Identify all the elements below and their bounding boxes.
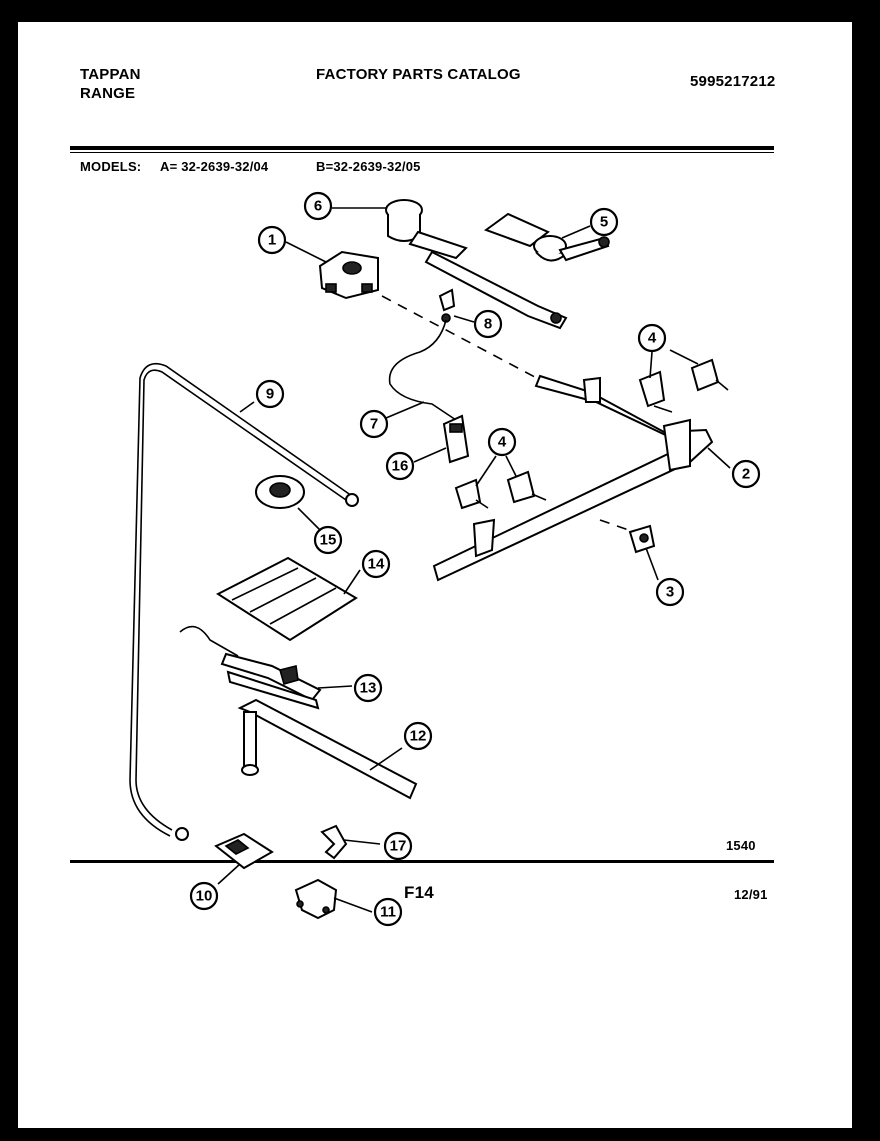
- model-b: B=32-2639-32/05: [316, 159, 421, 174]
- callout-8: 8: [473, 309, 503, 339]
- svg-text:6: 6: [314, 198, 322, 215]
- svg-text:1: 1: [268, 232, 276, 249]
- diagram-code: 1540: [726, 838, 756, 853]
- callout-2: 2: [731, 459, 761, 489]
- part-13-igniter: [179, 625, 322, 710]
- callout-17: 17: [383, 831, 413, 861]
- callout-11: 11: [373, 897, 403, 927]
- models-label: MODELS:: [80, 159, 142, 174]
- sheet: TAPPAN RANGE FACTORY PARTS CATALOG 59952…: [18, 22, 852, 1128]
- callout-16: 16: [385, 451, 415, 481]
- svg-text:11: 11: [380, 904, 396, 921]
- callout-4-right: 4: [637, 323, 667, 353]
- model-a: A= 32-2639-32/04: [160, 159, 269, 174]
- svg-text:2: 2: [742, 466, 750, 483]
- callout-4-center: 4: [487, 427, 517, 457]
- callout-12: 12: [403, 721, 433, 751]
- svg-text:17: 17: [390, 838, 407, 855]
- part-4-valves-right: [638, 358, 729, 413]
- part-1-gas-valve: [318, 250, 549, 385]
- callout-9: 9: [255, 379, 285, 409]
- svg-text:9: 9: [266, 386, 274, 403]
- leader-lines: [217, 207, 731, 913]
- svg-text:7: 7: [370, 416, 378, 433]
- catalog-title: FACTORY PARTS CATALOG: [316, 66, 521, 83]
- part-7-thermocouple: [388, 319, 457, 421]
- revision-date: 12/91: [734, 887, 768, 902]
- footer-rule: [70, 860, 774, 863]
- part-16-module: [442, 414, 470, 464]
- callout-3: 3: [655, 577, 685, 607]
- part-6-burner: [385, 199, 568, 330]
- header-rule-thin: [70, 152, 774, 153]
- svg-text:10: 10: [196, 888, 213, 905]
- svg-text:12: 12: [410, 728, 427, 745]
- catalog-number: 5995217212: [690, 73, 776, 90]
- svg-text:3: 3: [666, 584, 674, 601]
- svg-text:16: 16: [392, 458, 409, 475]
- product-label: RANGE: [80, 85, 136, 102]
- part-11-bracket: [294, 878, 338, 920]
- part-3-switch: [628, 524, 656, 554]
- part-14-baffle: [215, 556, 358, 642]
- callout-15: 15: [313, 525, 343, 555]
- part-9-tube: [129, 362, 359, 841]
- header-rule-thick: [70, 146, 774, 150]
- part-17-clip: [320, 824, 348, 860]
- svg-text:13: 13: [360, 680, 377, 697]
- brand-label: TAPPAN: [80, 66, 141, 83]
- page-number: F14: [404, 883, 434, 902]
- svg-text:5: 5: [600, 214, 608, 231]
- svg-text:4: 4: [498, 434, 507, 451]
- svg-text:8: 8: [484, 316, 492, 333]
- callout-6: 6: [303, 191, 333, 221]
- part-8-clip: [438, 288, 456, 323]
- part-4-valves-center: [454, 470, 547, 510]
- callout-14: 14: [361, 549, 391, 579]
- part-12-burner-tube: [237, 698, 418, 800]
- part-10-bracket: [214, 832, 274, 870]
- part-15-orifice: [255, 475, 305, 509]
- part-5-burner: [483, 212, 610, 262]
- svg-text:14: 14: [368, 556, 385, 573]
- callout-7: 7: [359, 409, 389, 439]
- callout-10: 10: [189, 881, 219, 911]
- callout-5: 5: [589, 207, 619, 237]
- callout-1: 1: [257, 225, 287, 255]
- part-2-manifold: [432, 374, 714, 582]
- svg-text:15: 15: [320, 532, 337, 549]
- svg-text:4: 4: [648, 330, 657, 347]
- callout-13: 13: [353, 673, 383, 703]
